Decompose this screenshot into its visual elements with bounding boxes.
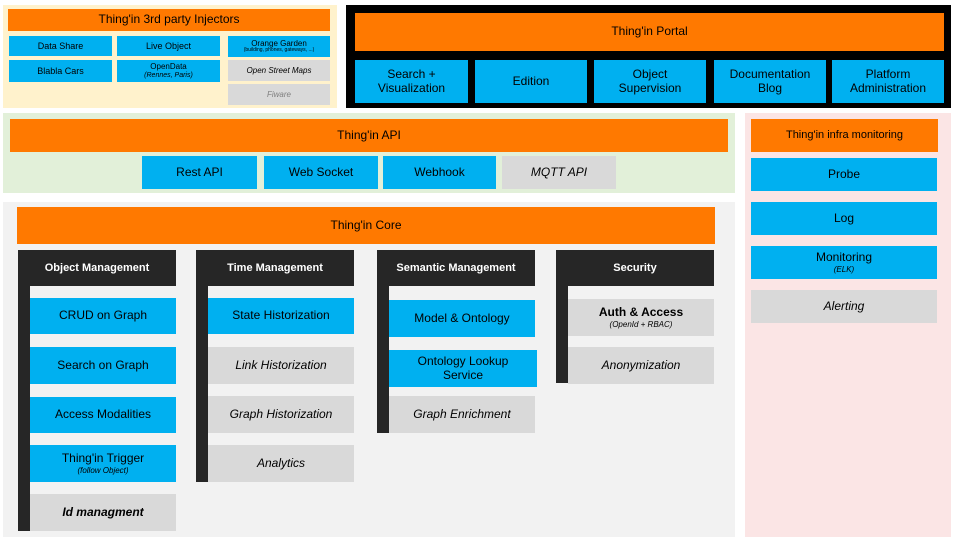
api-webhook-label: Webhook: [414, 164, 465, 179]
core-title: Thing'in Core: [17, 207, 715, 244]
injector-opendata[interactable]: OpenData (Rennes, Paris): [117, 60, 220, 82]
time-graph[interactable]: Graph Historization: [208, 396, 354, 433]
security-auth-label: Auth & Access: [598, 305, 684, 319]
portal-platform-administration[interactable]: Platform Administration: [832, 60, 944, 103]
injectors-title-text: Thing'in 3rd party Injectors: [98, 12, 240, 27]
monitoring-title-text: Thing'in infra monitoring: [785, 129, 904, 142]
time-graph-label: Graph Historization: [229, 406, 333, 421]
portal-object-line2: Supervision: [618, 80, 682, 95]
object-search-label: Search on Graph: [57, 357, 149, 372]
semantic-lookup-line2: Service: [442, 367, 483, 382]
api-rest-label: Rest API: [176, 164, 223, 179]
time-mgmt-bar: [196, 250, 208, 482]
portal-title-text: Thing'in Portal: [611, 24, 688, 39]
injectors-title: Thing'in 3rd party Injectors: [8, 9, 330, 31]
api-mqtt[interactable]: MQTT API: [502, 156, 616, 189]
injector-live-object[interactable]: Live Object: [117, 36, 220, 56]
object-trigger-sub: (follow Object): [77, 465, 129, 475]
time-state-label: State Historization: [232, 308, 330, 323]
portal-platform-line2: Administration: [849, 80, 927, 95]
object-id[interactable]: Id managment: [30, 494, 176, 531]
monitoring-alerting-label: Alerting: [823, 298, 865, 313]
object-mgmt-header: Object Management: [18, 250, 176, 286]
security-auth-sub: (OpenId + RBAC): [609, 319, 673, 329]
portal-title: Thing'in Portal: [355, 13, 944, 51]
object-trigger-label: Thing'in Trigger: [61, 451, 145, 465]
injector-opendata-sub: (Rennes, Paris): [144, 71, 193, 79]
security-header: Security: [556, 250, 714, 286]
portal-platform-line1: Platform: [865, 66, 911, 81]
monitoring-monitoring[interactable]: Monitoring (ELK): [751, 246, 937, 279]
injector-live-object-label: Live Object: [145, 40, 192, 51]
api-mqtt-label: MQTT API: [530, 164, 588, 179]
semantic-mgmt-title: Semantic Management: [396, 261, 516, 274]
object-access-label: Access Modalities: [54, 407, 152, 422]
object-access[interactable]: Access Modalities: [30, 397, 176, 433]
object-mgmt-bar: [18, 250, 30, 531]
core-title-text: Thing'in Core: [330, 217, 402, 232]
injector-orange-garden-sub: (building, phones, gateways, ...): [243, 47, 315, 54]
monitoring-monitoring-sub: (ELK): [833, 264, 855, 274]
portal-edition[interactable]: Edition: [475, 60, 587, 103]
monitoring-log[interactable]: Log: [751, 202, 937, 235]
semantic-lookup[interactable]: Ontology Lookup Service: [389, 350, 537, 387]
injector-opendata-label: OpenData: [150, 62, 187, 72]
security-auth[interactable]: Auth & Access (OpenId + RBAC): [568, 299, 714, 336]
time-link-label: Link Historization: [235, 357, 327, 372]
portal-doc-line2: Blog: [757, 80, 783, 95]
semantic-lookup-line1: Ontology Lookup: [417, 353, 509, 368]
semantic-enrichment[interactable]: Graph Enrichment: [389, 396, 535, 433]
portal-object-line1: Object: [632, 66, 668, 81]
time-link[interactable]: Link Historization: [208, 347, 354, 384]
object-crud-label: CRUD on Graph: [58, 308, 148, 323]
object-mgmt-title: Object Management: [44, 261, 150, 274]
injector-fiware-label: Fiware: [266, 89, 291, 99]
time-mgmt-header: Time Management: [196, 250, 354, 286]
time-state[interactable]: State Historization: [208, 298, 354, 334]
monitoring-alerting[interactable]: Alerting: [751, 290, 937, 323]
security-anonymization-label: Anonymization: [601, 357, 681, 372]
injector-open-street-maps-label: Open Street Maps: [246, 65, 312, 75]
time-analytics-label: Analytics: [256, 455, 306, 470]
api-websocket-label: Web Socket: [288, 164, 354, 179]
monitoring-probe[interactable]: Probe: [751, 158, 937, 191]
portal-search-visualization[interactable]: Search + Visualization: [355, 60, 468, 103]
security-anonymization[interactable]: Anonymization: [568, 347, 714, 384]
monitoring-probe-label: Probe: [827, 166, 861, 181]
injector-orange-garden-label: Orange Garden: [251, 39, 307, 49]
portal-search-line1: Search +: [387, 66, 436, 81]
api-websocket[interactable]: Web Socket: [264, 156, 378, 189]
monitoring-title: Thing'in infra monitoring: [751, 119, 938, 152]
portal-edition-label: Edition: [512, 73, 550, 88]
injector-open-street-maps[interactable]: Open Street Maps: [228, 60, 330, 81]
time-mgmt-title: Time Management: [227, 261, 323, 274]
object-search[interactable]: Search on Graph: [30, 347, 176, 384]
injector-data-share-label: Data Share: [37, 40, 84, 51]
semantic-mgmt-header: Semantic Management: [377, 250, 535, 286]
injector-data-share[interactable]: Data Share: [9, 36, 112, 56]
injector-fiware[interactable]: Fiware: [228, 84, 330, 105]
api-title: Thing'in API: [10, 119, 728, 152]
portal-search-line2: Visualization: [377, 80, 446, 95]
semantic-model[interactable]: Model & Ontology: [389, 300, 535, 337]
portal-doc-line1: Documentation: [729, 66, 811, 81]
api-title-text: Thing'in API: [337, 127, 401, 142]
monitoring-log-label: Log: [833, 210, 855, 225]
monitoring-monitoring-label: Monitoring: [815, 250, 873, 264]
security-title: Security: [613, 261, 657, 274]
portal-documentation-blog[interactable]: Documentation Blog: [714, 60, 826, 103]
semantic-enrichment-label: Graph Enrichment: [413, 406, 511, 421]
injector-orange-garden[interactable]: Orange Garden (building, phones, gateway…: [228, 36, 330, 57]
api-webhook[interactable]: Webhook: [383, 156, 496, 189]
time-analytics[interactable]: Analytics: [208, 445, 354, 482]
semantic-mgmt-bar: [377, 250, 389, 433]
object-id-label: Id managment: [62, 504, 144, 519]
semantic-model-label: Model & Ontology: [414, 310, 510, 325]
object-trigger[interactable]: Thing'in Trigger (follow Object): [30, 445, 176, 482]
injector-blabla-cars-label: Blabla Cars: [37, 65, 84, 76]
object-crud[interactable]: CRUD on Graph: [30, 298, 176, 334]
portal-object-supervision[interactable]: Object Supervision: [594, 60, 706, 103]
injector-blabla-cars[interactable]: Blabla Cars: [9, 60, 112, 82]
api-rest[interactable]: Rest API: [142, 156, 257, 189]
